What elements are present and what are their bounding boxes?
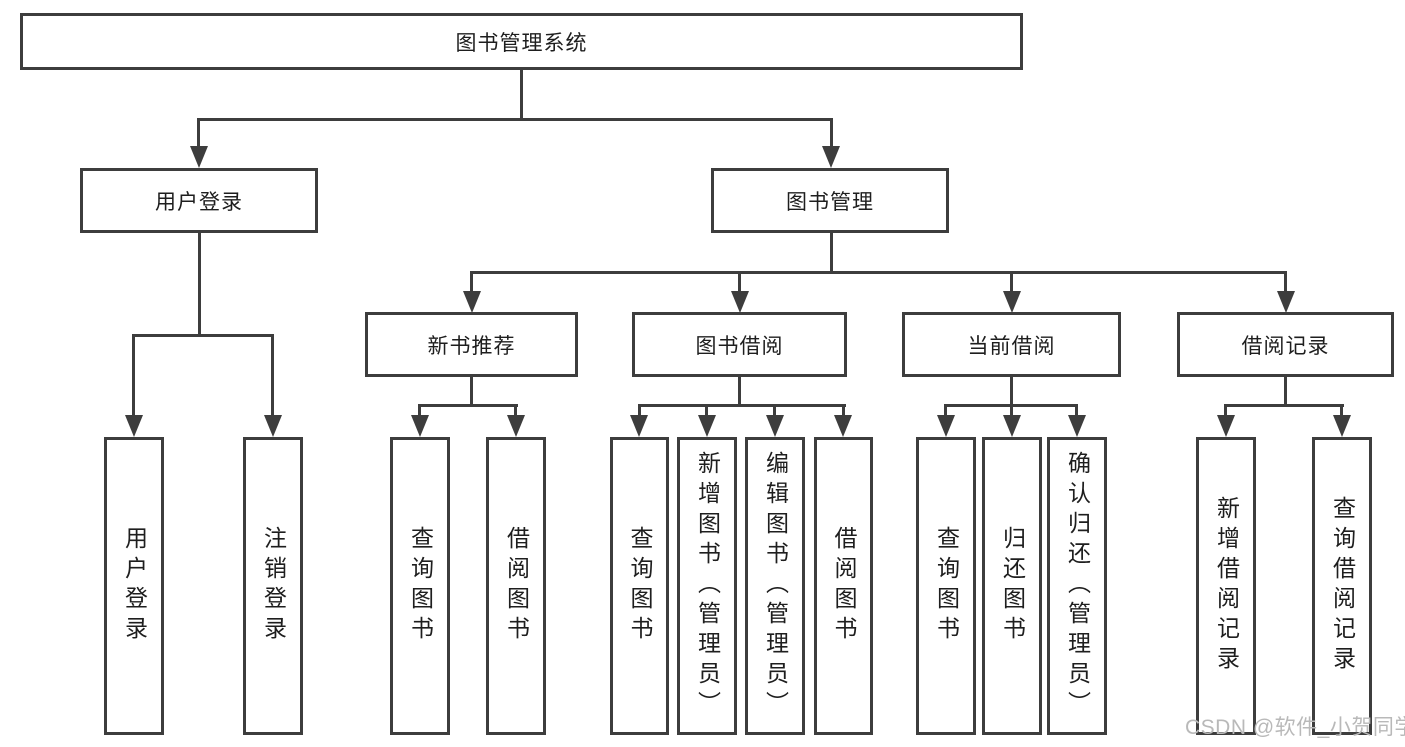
arrow-down <box>731 291 749 313</box>
node-borrow-records-label: 借阅记录 <box>1241 334 1330 358</box>
leaf-return-books: 归还图书 <box>982 437 1042 735</box>
node-book-management: 图书管理 <box>711 168 949 233</box>
leaf-label: 查询图书 <box>407 526 434 646</box>
leaf-logout: 注销登录 <box>243 437 303 735</box>
arrow-down <box>1217 415 1235 437</box>
arrow-down <box>630 415 648 437</box>
connector-drop-leaf <box>705 404 708 417</box>
connector-category-branch <box>470 271 1287 274</box>
leaf-label: 编辑图书（管理员） <box>762 451 789 721</box>
leaf-query-borrow-record: 查询借阅记录 <box>1312 437 1372 735</box>
arrow-down <box>264 415 282 437</box>
arrow-down <box>1277 291 1295 313</box>
node-current-borrow: 当前借阅 <box>902 312 1121 377</box>
connector-user-login-stem <box>198 233 201 336</box>
connector-drop-leaf <box>1075 404 1078 417</box>
leaf-query-books-borrow: 查询图书 <box>610 437 669 735</box>
connector-cat4-branch <box>1225 404 1344 407</box>
leaf-label: 借阅图书 <box>831 526 857 646</box>
node-current-borrow-label: 当前借阅 <box>967 334 1056 358</box>
connector-cat2-stem <box>738 377 741 406</box>
connector-drop-leaf <box>842 404 845 417</box>
arrow-down <box>822 146 840 168</box>
connector-cat1-branch <box>419 404 518 407</box>
connector-cat1-stem <box>470 377 473 406</box>
leaf-user-login-label: 用户登录 <box>121 526 148 646</box>
connector-drop-leaf <box>1224 404 1227 417</box>
connector-level2-branch <box>197 118 833 121</box>
arrow-down <box>937 415 955 437</box>
connector-drop-leaf <box>418 404 421 417</box>
arrow-down <box>834 415 852 437</box>
arrow-down <box>1003 415 1021 437</box>
node-user-login: 用户登录 <box>80 168 318 233</box>
node-new-book-recommend-label: 新书推荐 <box>427 334 516 358</box>
connector-drop-book-mgmt <box>830 118 833 147</box>
node-user-login-label: 用户登录 <box>155 190 243 214</box>
leaf-label: 借阅图书 <box>503 526 530 646</box>
leaf-label: 查询借阅记录 <box>1329 496 1356 676</box>
leaf-label: 查询图书 <box>627 526 653 646</box>
connector-drop-leaf <box>1340 404 1343 417</box>
connector-drop-leaf <box>638 404 641 417</box>
connector-user-login-branch <box>132 334 274 337</box>
leaf-edit-books-admin: 编辑图书（管理员） <box>745 437 805 735</box>
connector-drop-leaf <box>773 404 776 417</box>
connector-drop-leaf-user-2 <box>271 334 274 415</box>
csdn-watermark: CSDN @软件_小贺同学 <box>1185 716 1405 739</box>
arrow-down <box>125 415 143 437</box>
arrow-down <box>1003 291 1021 313</box>
arrow-down <box>190 146 208 168</box>
arrow-down <box>411 415 429 437</box>
arrow-down <box>766 415 784 437</box>
connector-drop-leaf <box>514 404 517 417</box>
leaf-label: 查询图书 <box>933 526 960 646</box>
leaf-query-books-recommend: 查询图书 <box>390 437 450 735</box>
leaf-label: 确认归还（管理员） <box>1064 451 1091 721</box>
leaf-label: 归还图书 <box>999 526 1026 646</box>
connector-cat2-branch <box>638 404 846 407</box>
leaf-user-login: 用户登录 <box>104 437 164 735</box>
arrow-down <box>1333 415 1351 437</box>
leaf-confirm-return-admin: 确认归还（管理员） <box>1047 437 1107 735</box>
connector-drop-leaf-user-1 <box>132 334 135 415</box>
connector-drop-cat-1 <box>470 271 473 291</box>
leaf-borrow-books: 借阅图书 <box>814 437 873 735</box>
connector-drop-leaf <box>944 404 947 417</box>
node-root-system: 图书管理系统 <box>20 13 1023 70</box>
node-book-borrow: 图书借阅 <box>632 312 847 377</box>
arrow-down <box>1068 415 1086 437</box>
connector-drop-user-login <box>197 118 200 147</box>
arrow-down <box>698 415 716 437</box>
node-root-label: 图书管理系统 <box>455 31 588 55</box>
leaf-query-books-current: 查询图书 <box>916 437 976 735</box>
arrow-down <box>507 415 525 437</box>
leaf-add-books-admin: 新增图书（管理员） <box>677 437 737 735</box>
node-book-borrow-label: 图书借阅 <box>695 334 784 358</box>
leaf-add-borrow-record: 新增借阅记录 <box>1196 437 1256 735</box>
connector-drop-leaf <box>1010 404 1013 417</box>
leaf-label: 新增借阅记录 <box>1213 496 1240 676</box>
connector-drop-cat-4 <box>1284 271 1287 291</box>
connector-drop-cat-2 <box>738 271 741 291</box>
connector-book-mgmt-stem <box>830 233 833 274</box>
connector-root-stem <box>520 70 523 120</box>
node-new-book-recommend: 新书推荐 <box>365 312 578 377</box>
node-borrow-records: 借阅记录 <box>1177 312 1394 377</box>
connector-cat3-stem <box>1010 377 1013 406</box>
leaf-logout-label: 注销登录 <box>260 526 287 646</box>
connector-cat4-stem <box>1284 377 1287 406</box>
leaf-label: 新增图书（管理员） <box>694 451 721 721</box>
node-book-management-label: 图书管理 <box>786 190 874 214</box>
arrow-down <box>463 291 481 313</box>
leaf-borrow-books-recommend: 借阅图书 <box>486 437 546 735</box>
connector-drop-cat-3 <box>1010 271 1013 291</box>
